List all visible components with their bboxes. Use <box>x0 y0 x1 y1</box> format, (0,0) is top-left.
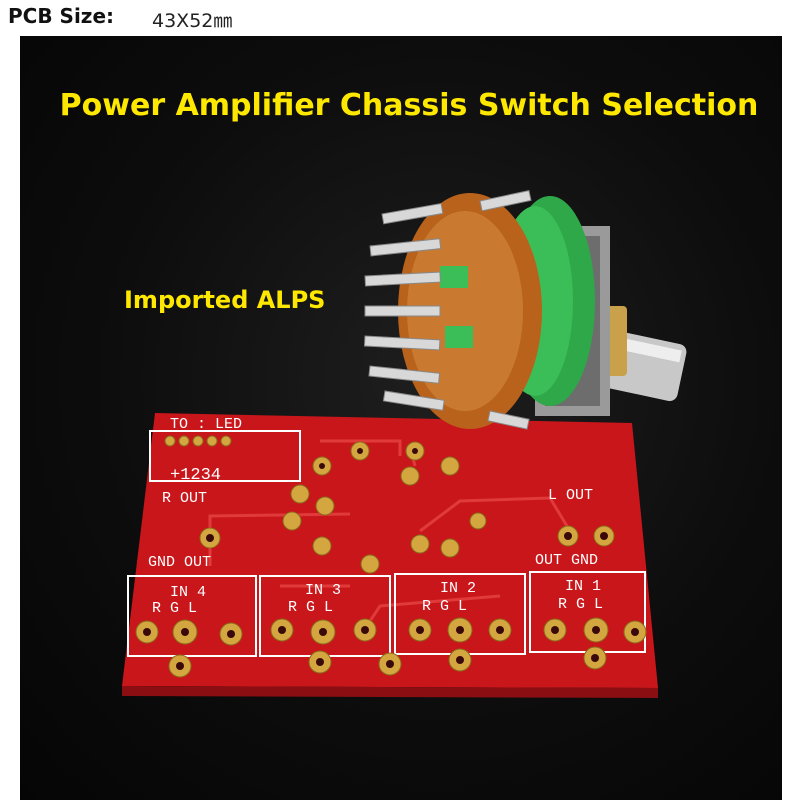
silk-rgl-1: R G L <box>558 596 603 613</box>
silk-r-out: R OUT <box>162 490 207 507</box>
silk-l-out: L OUT <box>548 487 593 504</box>
pcb-size-label: PCB Size: <box>8 4 115 28</box>
rotary-switch <box>363 190 687 430</box>
product-photo: TO : LED +1234 R OUT L OUT GND OUT OUT G… <box>20 36 782 800</box>
product-illustration: TO : LED +1234 R OUT L OUT GND OUT OUT G… <box>122 190 687 698</box>
silk-led-pins: +1234 <box>170 466 221 485</box>
component-label: Imported ALPS <box>124 286 326 314</box>
pcb-size-value: 43X52㎜ <box>152 10 233 32</box>
silk-gnd-out: GND OUT <box>148 554 211 571</box>
silk-in1: IN 1 <box>565 578 601 595</box>
silk-rgl-3: R G L <box>288 599 333 616</box>
silk-in3: IN 3 <box>305 582 341 599</box>
headline: Power Amplifier Chassis Switch Selection <box>59 88 759 123</box>
silk-out-gnd: OUT GND <box>535 552 598 569</box>
silk-rgl-2: R G L <box>422 598 467 615</box>
silk-in4: IN 4 <box>170 584 206 601</box>
silk-to-led: TO : LED <box>170 416 242 433</box>
silk-rgl-4: R G L <box>152 600 197 617</box>
header-bar: PCB Size: 43X52㎜ <box>0 0 800 36</box>
pcb-board: TO : LED +1234 R OUT L OUT GND OUT OUT G… <box>122 413 658 698</box>
silk-in2: IN 2 <box>440 580 476 597</box>
